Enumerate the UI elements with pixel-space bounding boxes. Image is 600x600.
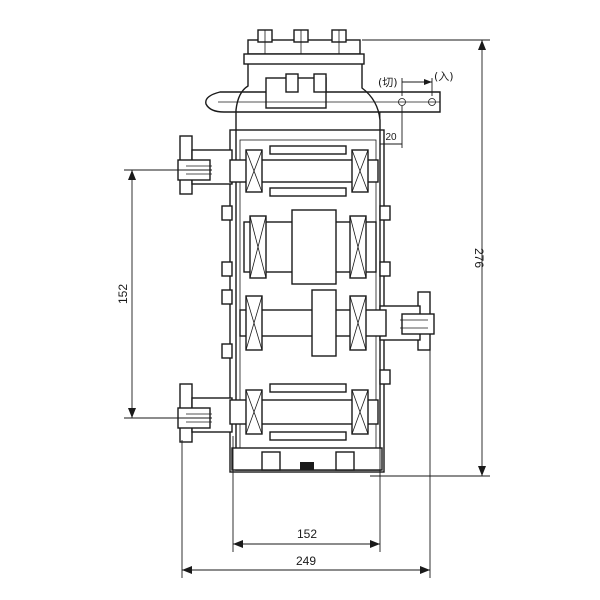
dimension-height <box>362 39 490 477</box>
shift-lever <box>205 73 441 113</box>
dimension-width-label: 249 <box>296 554 316 568</box>
shaft-3 <box>239 289 387 357</box>
dimension-lever-offset-label: 20 <box>385 132 397 143</box>
dimension-lever-offset <box>379 106 403 148</box>
top-cover <box>243 29 365 65</box>
dimension-width <box>181 350 431 578</box>
dimension-shaft-spacing-vertical <box>124 169 212 419</box>
lever-position-off-label: (切) <box>378 76 398 89</box>
left-upper-flange <box>177 135 233 195</box>
dimension-height-label: 276 <box>472 248 486 268</box>
shaft-1 <box>229 145 379 197</box>
side-bolts <box>221 205 391 385</box>
dimension-shaft-spacing-horizontal-label: 152 <box>297 527 317 541</box>
shaft-2 <box>243 209 377 285</box>
dimension-shaft-spacing-vertical-label: 152 <box>116 284 130 304</box>
right-output-flange <box>379 291 435 351</box>
shaft-4 <box>229 383 379 441</box>
dimension-shaft-spacing-horizontal <box>232 436 381 552</box>
left-lower-flange <box>177 383 233 443</box>
lever-position-marks <box>401 78 433 96</box>
housing <box>229 64 385 473</box>
lever-position-on-label: (入) <box>434 70 454 83</box>
